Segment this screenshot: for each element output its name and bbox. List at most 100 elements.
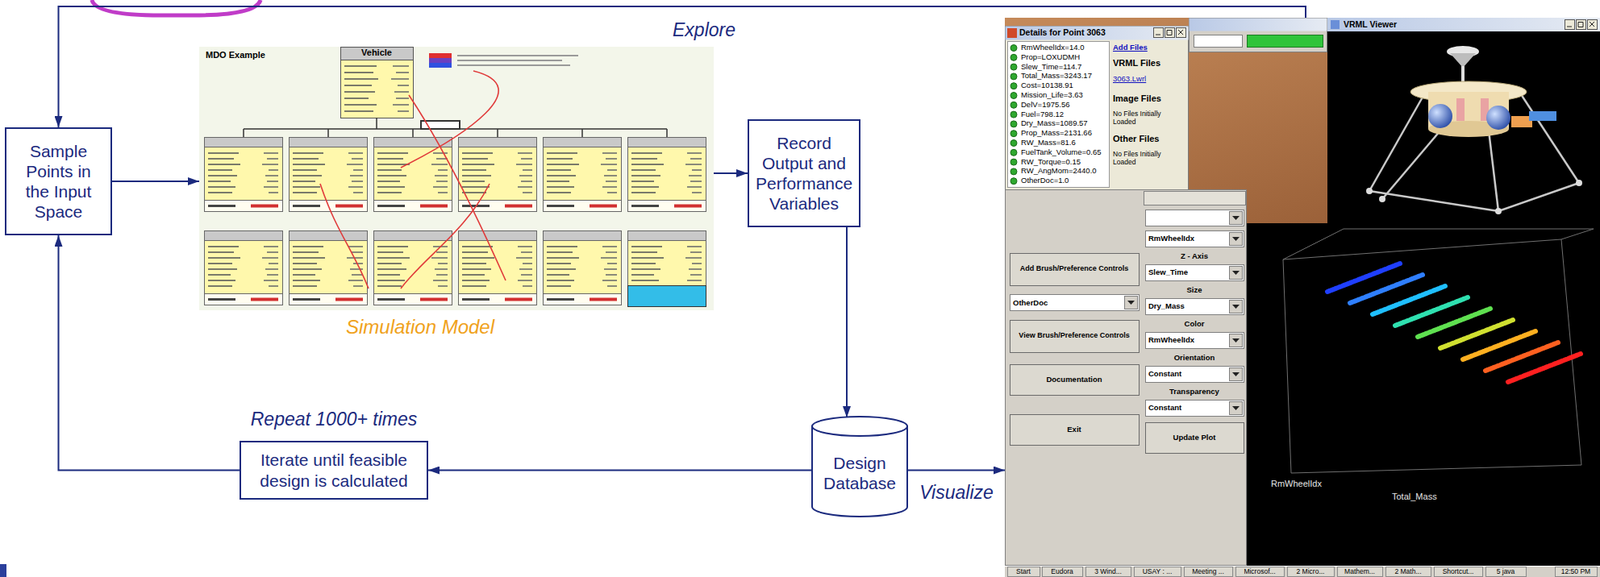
control-panel-part [1010,295,1140,312]
details-window-part [1010,149,1017,156]
vrml-viewer-window [1327,17,1600,224]
taskbar-part [1004,566,1600,567]
controls-window [1189,18,1328,53]
model-blocks-part [628,137,707,213]
control-panel-part [1127,216,1240,411]
control-panel-part [1229,212,1243,225]
vehicle-block [341,47,414,119]
ui-text: No Files Initially Loaded [1112,109,1186,126]
ui-text: Update Plot [1146,433,1242,442]
control-panel-part [1010,254,1140,287]
scatter-plot-part [1343,229,1594,230]
data-links-part [400,183,490,289]
ui-text: RmWheelIdx [1148,233,1225,243]
control-panel-part [1010,365,1140,396]
control-panel-part [1229,233,1243,246]
logo-fragment [0,564,7,577]
scatter-plot [1246,223,1600,567]
ui-text: 2 Math... [1387,567,1430,576]
control-panel-part [1125,212,1243,416]
lander-model-part [1379,195,1386,203]
control-panel-part [1229,300,1243,314]
edge-label: Explore [670,19,738,42]
mars-backdrop [1004,17,1600,577]
data-links-part [320,183,369,289]
details-window-part [1010,130,1017,138]
controls-window-part [1194,35,1243,48]
tree-lines-part [243,117,667,138]
ui-text: RmWheelIdx [1148,335,1225,345]
ui-text: Shortcut... [1435,567,1481,576]
ui-text: Prop=LOXUDMH [1020,52,1110,62]
details-window-part [1165,28,1175,38]
taskbar [1004,566,1600,577]
model-blocks-part [204,137,284,213]
taskbar-part [1236,567,1285,577]
visualization-screenshot: Details for Point 3063RmWheelIdx=14.0Pro… [1004,17,1600,577]
ui-text: View Brush/Preference Controls [1011,331,1138,341]
ui-text: Other Files [1112,133,1186,145]
vehicle-block-part [391,66,409,112]
model-blocks-part [543,137,622,213]
vehicle-block-part [344,66,379,112]
model-blocks-part [374,137,453,213]
ui-text: Add Brush/Preference Controls [1011,264,1138,274]
control-panel-part [1232,237,1240,242]
ui-text: Microsof... [1237,567,1283,576]
ui-text: Size [1145,285,1244,295]
control-panel-part [1010,415,1140,446]
model-blocks [204,137,707,308]
lander-model-part [1450,53,1476,68]
process-box: Sample Points in the Input Space [4,127,113,236]
spreadsheet-figure-part [199,46,714,311]
ui-text: 12:50 PM [1556,567,1596,576]
color-key-part [457,55,579,66]
vehicle-block-part [341,47,414,61]
ui-text: Dry_Mass=1089.57 [1020,118,1110,128]
taskbar-part [1042,567,1084,577]
control-panel-part [1229,368,1243,382]
ui-text: Meeting ... [1185,567,1231,576]
control-panel-part [1229,266,1243,280]
vrml-viewer-window-part [1566,21,1595,28]
lander-model [1366,45,1583,215]
edge-label: Visualize [916,482,996,505]
ui-text: RmWheelIdx=14.0 [1020,42,1110,52]
ui-text: Slew_Time [1148,267,1225,277]
ui-text: Total_Mass [1391,491,1473,503]
lander-model-part [1486,105,1511,130]
control-panel-part [1232,406,1240,411]
ui-text: Constant [1148,403,1225,413]
control-panel-part [1005,190,1247,567]
lander-model-part [1498,183,1580,212]
highlight-arc [91,0,261,16]
control-panel-part [1145,333,1245,350]
ui-text: Details for Point 3063 [1019,27,1149,38]
control-panel-part [1145,231,1245,248]
control-panel-part [1232,338,1240,343]
control-panel-part [1229,334,1243,348]
data-links [320,70,506,289]
details-window-part [1010,158,1017,166]
screenshot-figure [1004,17,1600,577]
vrml-viewer-window-part [1330,20,1340,30]
flow-arrow [58,6,1307,128]
data-links-part [408,95,506,281]
lander-model-part [1456,98,1465,121]
color-key-part [429,53,452,68]
scatter-plot-part [1561,229,1594,240]
lander-model-part [1366,179,1583,215]
scatter-plot-part [1283,229,1594,474]
ui-text: 5 java [1487,567,1525,576]
ui-text: Simulation Model [266,316,574,340]
details-window-part [1010,54,1017,61]
model-blocks-part [458,137,538,213]
scatter-plot-part [1283,239,1582,474]
ui-text: RW_Mass=81.6 [1020,137,1110,147]
ui-text: VRML Viewer [1343,19,1554,30]
details-window-part [1010,83,1017,90]
control-panel-part [1010,254,1245,455]
taskbar-part [1386,567,1432,577]
controls-window-part [1247,35,1324,48]
